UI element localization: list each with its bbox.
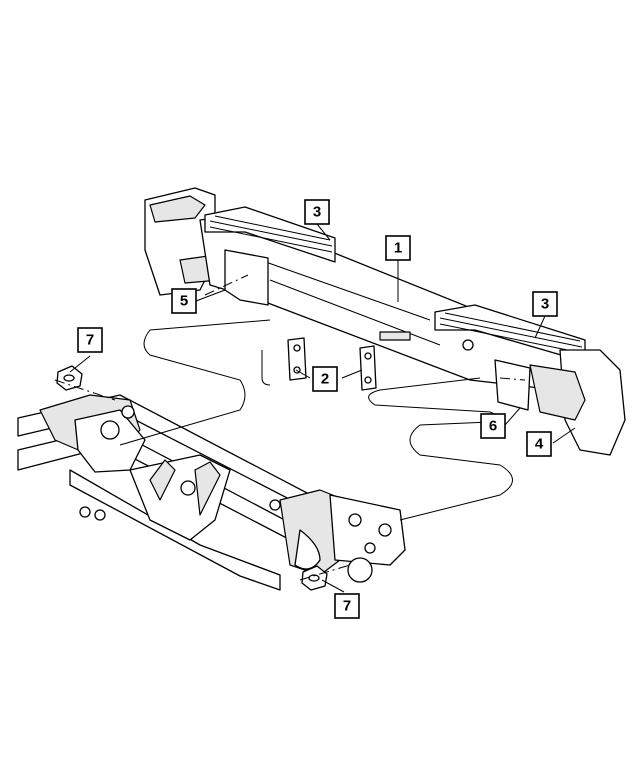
callout-3-left-text: 3 <box>313 204 321 221</box>
vehicle-frame <box>17 394 406 591</box>
hex-nut-left <box>56 365 83 391</box>
callout-7-bottom: 7 <box>334 593 360 619</box>
callout-5: 5 <box>171 288 197 314</box>
callout-6-text: 6 <box>489 418 497 435</box>
rear-bumper-assembly <box>144 187 626 456</box>
callout-7-top: 7 <box>77 327 103 353</box>
callout-2: 2 <box>312 366 338 392</box>
callout-7-bottom-text: 7 <box>343 598 351 615</box>
callout-3-right: 3 <box>532 291 558 317</box>
mounting-brackets <box>287 337 377 391</box>
callout-4: 4 <box>526 431 552 457</box>
phantom-lines <box>54 274 526 581</box>
callout-1-text: 1 <box>394 240 402 257</box>
hex-nut-right <box>301 565 328 591</box>
callout-6: 6 <box>480 413 506 439</box>
callout-3-left: 3 <box>304 199 330 225</box>
callout-3-right-text: 3 <box>541 296 549 313</box>
leader-lines <box>69 223 576 593</box>
callout-1: 1 <box>385 235 411 261</box>
callout-2-text: 2 <box>321 371 329 388</box>
callout-7-top-text: 7 <box>86 332 94 349</box>
callout-5-text: 5 <box>180 293 188 310</box>
callout-4-text: 4 <box>535 436 544 453</box>
